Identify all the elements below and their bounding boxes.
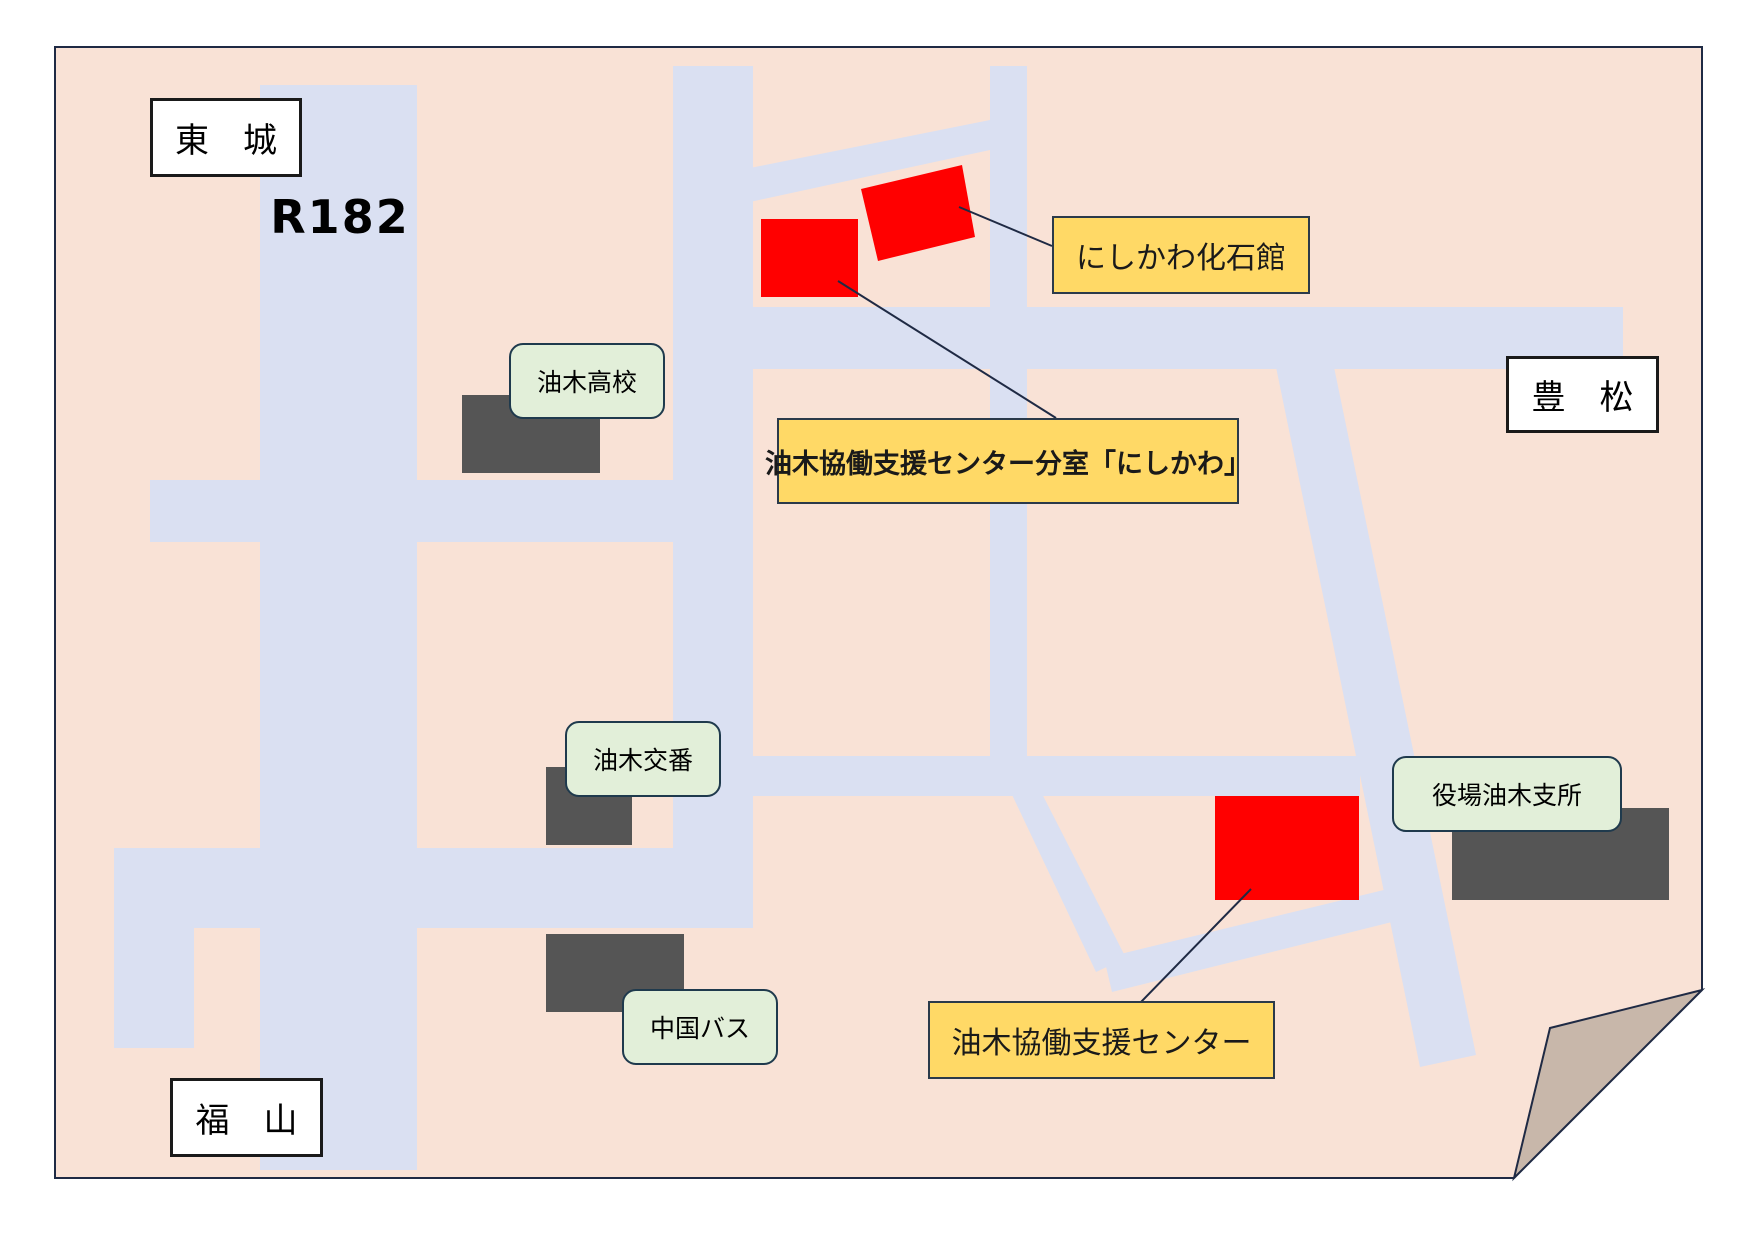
road-east-main — [750, 307, 1623, 369]
landmark-bus: 中国バス — [622, 989, 778, 1065]
callout-support-center: 油木協働支援センター — [928, 1001, 1275, 1079]
road-west-spur — [114, 848, 194, 1048]
route-label: R182 — [270, 190, 410, 244]
road-south-connector — [1104, 888, 1400, 992]
road-upper-cross — [150, 480, 673, 542]
road-middle-cross — [750, 756, 1360, 796]
road-east-diagonal — [1276, 367, 1476, 1067]
facility-support-center — [1215, 796, 1359, 900]
landmark-high-school: 油木高校 — [509, 343, 665, 419]
landmark-town-office: 役場油木支所 — [1392, 756, 1622, 832]
road-central-vertical — [673, 66, 753, 928]
direction-tojo: 東 城 — [150, 98, 302, 177]
callout-fossil-museum: にしかわ化石館 — [1052, 216, 1310, 294]
page-curl — [1512, 988, 1706, 1182]
direction-fukuyama: 福 山 — [170, 1078, 323, 1157]
facilities — [761, 165, 1359, 900]
direction-toyomatsu: 豊 松 — [1506, 356, 1659, 433]
road-museum-diagonal — [750, 120, 990, 202]
road-r182 — [260, 85, 417, 1170]
facility-fossil-museum — [861, 165, 975, 261]
leader-lines — [837, 206, 1252, 1003]
road-south-diagonal — [1006, 782, 1126, 972]
leader-fossil-museum — [958, 206, 1053, 247]
road-lower-cross — [260, 848, 753, 928]
leader-support-center — [1140, 888, 1252, 1003]
landmark-koban: 油木交番 — [565, 721, 721, 797]
leader-branch-office — [837, 280, 1057, 419]
callout-branch-office: 油木協働支援センター分室「にしかわ」 — [765, 418, 1251, 504]
